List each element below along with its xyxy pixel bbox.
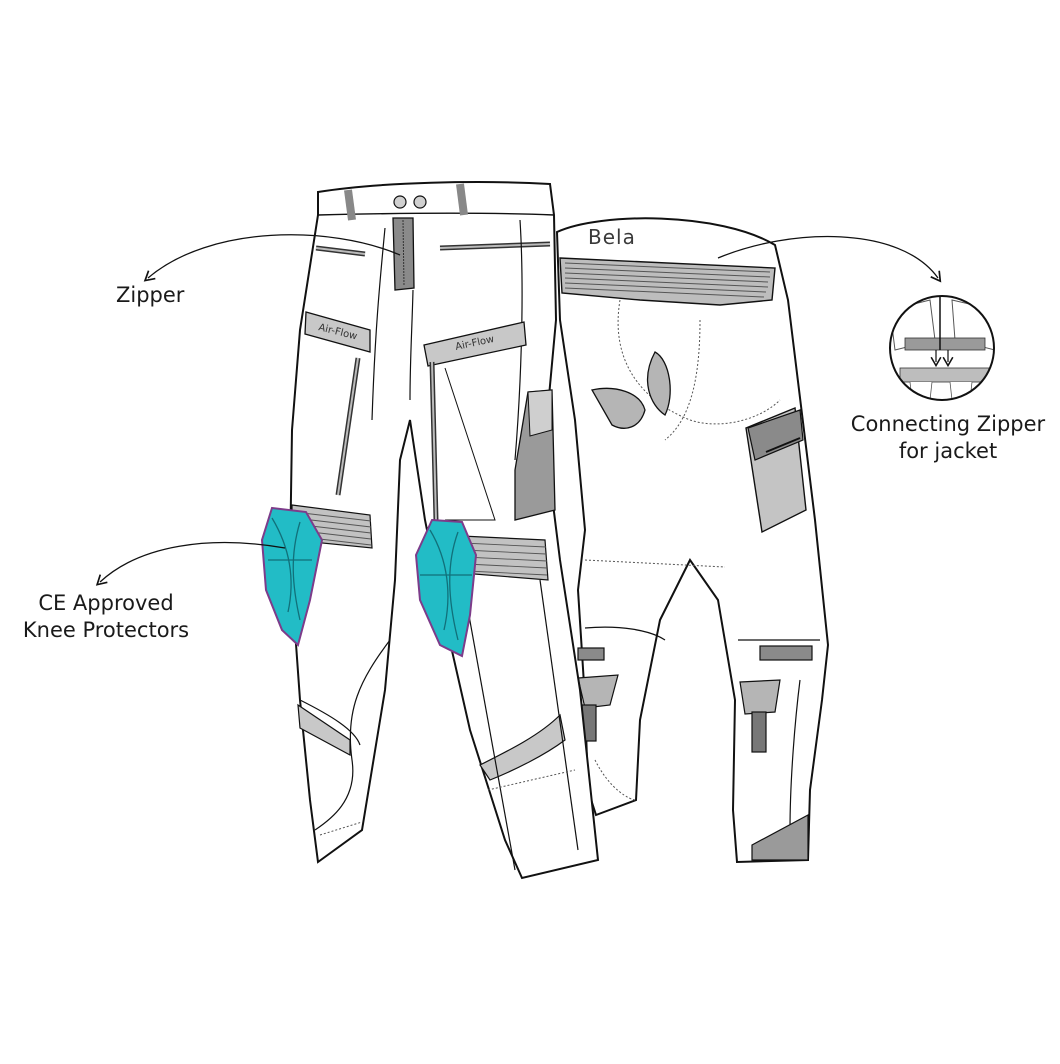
back-adjuster-left: [577, 674, 619, 709]
knee-protector-right: [414, 518, 478, 658]
knee-callout-arrow: [95, 541, 286, 586]
knee-protector-left: [260, 506, 324, 647]
waist-button-left: [393, 195, 407, 209]
shin-band-right: [479, 713, 566, 781]
brand-logo: Bela: [588, 225, 636, 249]
connecting-zipper-inset: [889, 295, 995, 401]
back-view-pants: Bela: [555, 217, 830, 864]
airflow-panel-left: [304, 311, 371, 353]
back-waistband-ribs: [564, 262, 771, 298]
connecting-zipper-callout-arrow: [717, 235, 942, 283]
knee-protector-label-line2: Knee Protectors: [22, 618, 190, 642]
knee-protector-label: CE Approved Knee Protectors: [16, 590, 196, 644]
knee-protectors: [260, 506, 478, 658]
back-adjuster-right: [739, 679, 781, 715]
back-strap-left: [577, 647, 605, 661]
back-strap-right: [759, 645, 813, 661]
back-hem-tab: [751, 813, 809, 861]
airflow-panel-right: [423, 321, 527, 367]
zipper-label: Zipper: [116, 283, 185, 307]
zipper-callout-arrow: [143, 234, 401, 282]
connecting-zipper-label: Connecting Zipper for jacket: [846, 411, 1050, 465]
waist-button-right: [413, 195, 427, 209]
connecting-zipper-label-line1: Connecting Zipper: [850, 412, 1046, 436]
knee-protector-label-line1: CE Approved: [38, 591, 174, 615]
seat-pad-left: [590, 387, 646, 429]
shin-band-left: [297, 703, 351, 757]
connecting-zipper-label-line2: for jacket: [898, 439, 998, 463]
seat-pad-right: [646, 351, 671, 416]
